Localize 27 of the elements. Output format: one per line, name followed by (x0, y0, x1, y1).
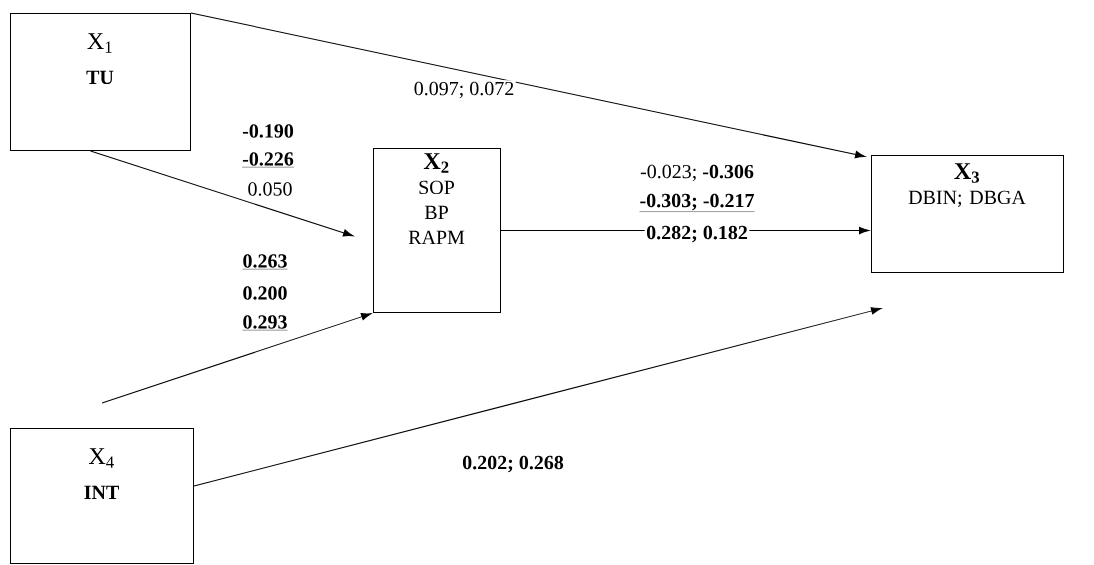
node-label: SOP BP RAPM (408, 180, 465, 244)
node-label: TU (86, 70, 114, 85)
coefficient-label: -0.303; -0.217 (638, 192, 756, 214)
node-label: DBIN; DBGA (908, 190, 1026, 207)
coefficient-label: 0.097; 0.072 (412, 80, 516, 100)
coefficient-label: 0.282; 0.182 (644, 224, 750, 244)
process-box (10, 428, 194, 564)
coefficient-label: -0.023; -0.306 (638, 163, 756, 183)
arrow (90, 150, 354, 237)
coefficient-label: -0.226 (240, 150, 296, 170)
node-label: X$_{2}$ (423, 153, 449, 173)
coefficient-label: 0.200 (241, 284, 289, 302)
node-label: INT (84, 485, 119, 499)
coefficient-label: 0.293 (241, 313, 289, 333)
coefficient-label: 0.202; 0.268 (460, 454, 566, 474)
process-box (10, 13, 191, 151)
process-box (373, 148, 501, 313)
node-label: X$_{4}$ (88, 448, 114, 468)
coefficient-label: 0.050 (246, 180, 294, 198)
node-label: X$_{1}$ (87, 33, 112, 53)
coefficient-label: 0.263 (241, 252, 289, 272)
process-box (871, 155, 1064, 273)
coefficient-label: -0.190 (240, 122, 296, 140)
arrow (193, 307, 882, 487)
arrow (101, 313, 372, 404)
arrow (190, 12, 866, 159)
node-label: X$_{3}$ (954, 163, 980, 183)
